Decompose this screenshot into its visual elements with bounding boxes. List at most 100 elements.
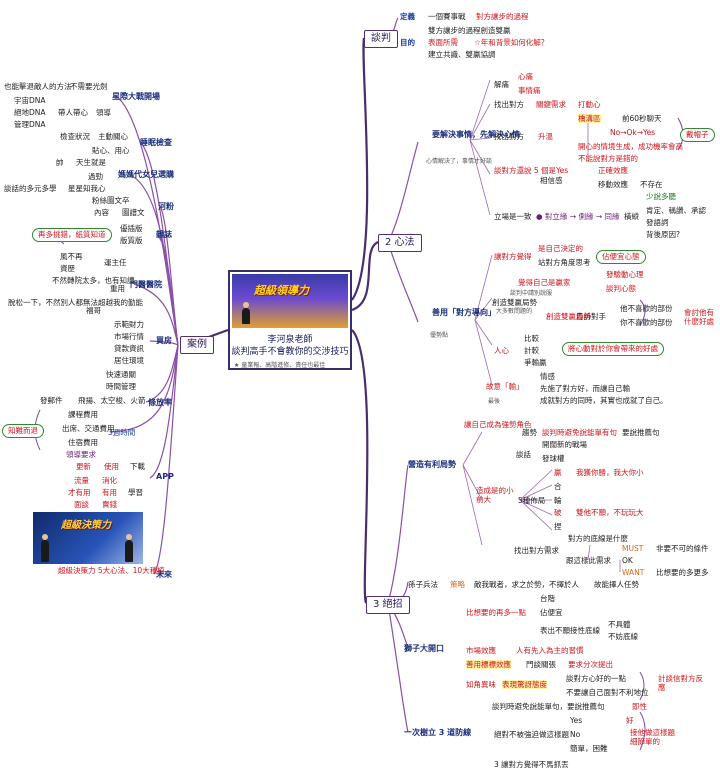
topic-star-wars[interactable]: 星際大戰開場 xyxy=(112,92,160,101)
leaf: 創造雙贏局勢 xyxy=(546,312,591,321)
leaf: 不妨底線 xyxy=(608,632,638,641)
leaf: 開闊新的戰場 xyxy=(542,440,587,449)
leaf: 情感 xyxy=(540,372,555,381)
leaf: 故意「輸」 xyxy=(486,382,524,391)
central-topic-image: 超級領導力 xyxy=(232,274,348,328)
branch-cases[interactable]: 案例 xyxy=(180,336,214,354)
leaf: 肯定、稱讚、承認 xyxy=(646,206,706,215)
note: 最後 xyxy=(488,398,501,405)
callout-bubble: 知難而退 xyxy=(2,424,44,438)
leaf: 談話 xyxy=(516,450,531,459)
sub-three-defenses[interactable]: 一次樹立 3 道防線 xyxy=(404,728,472,737)
leaf: 帥 xyxy=(56,158,64,167)
sub-open-big[interactable]: 獅子大開口 xyxy=(404,644,444,653)
leaf: 一個賽事戰 xyxy=(428,12,466,21)
leaf: 發球權 xyxy=(542,454,565,463)
leaf: 表出不願接性底線 xyxy=(540,626,600,635)
callout-bubble: 將心動對於你會帶來的好處 xyxy=(562,342,664,356)
central-title-line2: 談判高手不會教你的交涉技巧 xyxy=(231,347,349,357)
leaf: 福哥 xyxy=(86,306,101,315)
sub-resolve-mood[interactable]: 要解決事情，先解決心情 xyxy=(432,130,520,139)
leaf: 不需要光劍 xyxy=(70,82,108,91)
leaf: 過勁 xyxy=(88,172,103,181)
leaf: 才有用 xyxy=(68,488,91,497)
leaf: 圖譜文 xyxy=(122,208,145,217)
leaf: 相信感 xyxy=(540,176,563,185)
leaf: 5種佈局 xyxy=(518,496,546,505)
leaf: 開心的情境生成，成功機率會高 xyxy=(578,142,683,151)
leaf: 快速通關 xyxy=(106,370,136,379)
leaf: 會討他有什麼好處 xyxy=(684,308,714,326)
topic-mom-shopping[interactable]: 媽媽代女兒選購 xyxy=(118,170,174,179)
person-head xyxy=(42,534,48,540)
topic-buy-house[interactable]: 買房 xyxy=(156,336,172,345)
leaf: 談對方心好的一點 xyxy=(566,674,626,683)
leaf: 心痛 xyxy=(518,72,533,81)
leaf: 人心 xyxy=(494,346,509,355)
leaf: 接他做這樣題 細節單的 xyxy=(630,728,675,746)
topic-future[interactable]: 未來 xyxy=(156,570,172,579)
person-head xyxy=(126,534,132,540)
leaf: 雙方讓步的過程創造雙贏 xyxy=(428,26,511,35)
leaf: 捏 xyxy=(554,522,562,531)
leaf: 告訴對手 xyxy=(576,312,606,321)
leaf: 計談信對方反應 xyxy=(658,674,703,692)
leaf: 是自己決定的 xyxy=(538,244,583,253)
topic-magazine[interactable]: 雜誌 xyxy=(156,230,172,239)
leaf: 粉絲圖文卒 xyxy=(92,196,130,205)
leaf: 賣錢 xyxy=(102,500,117,509)
topic-efficiency[interactable]: 條放率 xyxy=(148,398,172,407)
leaf: 創造雙贏局勢 xyxy=(492,298,537,307)
leaf: 天生就是 xyxy=(76,158,106,167)
central-title-line1: 李河泉老師 xyxy=(267,335,313,345)
topic-hospital[interactable]: 門醫醫院 xyxy=(130,280,162,289)
leaf: 跟這樣此需求 xyxy=(566,556,611,565)
leaf: 好 xyxy=(626,716,634,725)
sub-other-oriented[interactable]: 善用「對方導向」 xyxy=(432,308,496,317)
branch-mindset[interactable]: 2 心法 xyxy=(378,234,422,252)
leaf: 消化 xyxy=(102,476,117,485)
note: 大多數問題的 xyxy=(496,308,533,315)
leaf: 流量 xyxy=(74,476,89,485)
note: 心情解決了，事情才好談 xyxy=(426,158,493,165)
leaf: 覺得自己是贏家 xyxy=(518,278,571,287)
leaf: 要求分次提出 xyxy=(568,660,613,669)
central-banner-text: 超級領導力 xyxy=(254,284,309,297)
leaf: 貼心、用心 xyxy=(92,146,130,155)
branch-negotiation[interactable]: 談判 xyxy=(364,30,398,48)
leaf: 風不再 xyxy=(60,252,83,261)
branch-tactics[interactable]: 3 絕招 xyxy=(366,596,410,614)
leaf: 策略 xyxy=(450,580,465,589)
leaf: 橫縱 xyxy=(624,212,639,221)
sub-favorable-situation[interactable]: 營造有利局勢 xyxy=(408,460,456,469)
leaf: No xyxy=(570,730,581,739)
topic-3-weeks[interactable]: 3週時間 xyxy=(108,428,136,437)
leaf: 發驗動心理 xyxy=(606,270,644,279)
leaf: 台階 xyxy=(540,594,555,603)
leaf: ☆年和背景如何化解？ xyxy=(474,38,549,47)
topic-app[interactable]: APP xyxy=(156,472,174,481)
topic-river-noodle[interactable]: 河粉 xyxy=(158,202,174,211)
leaf: 人有先入為主的習慣 xyxy=(516,646,584,655)
leaf: 關鍵需求 xyxy=(536,100,566,109)
leaf: 讓自己成為強勢角色 xyxy=(464,420,532,429)
note: 談判中請別說服 xyxy=(510,290,553,297)
leaf: 前60秒聊天 xyxy=(622,114,662,123)
leaf: Yes xyxy=(570,716,583,725)
leaf: 計較 xyxy=(524,346,539,355)
central-topic[interactable]: 超級領導力 李河泉老師 談判高手不會教你的交涉技巧 ★ 童業報、高階進修、責任也… xyxy=(228,270,352,370)
person-figure xyxy=(242,308,250,324)
leaf: 談判時避免說能單有句 xyxy=(542,428,617,437)
leaf: 優插版 xyxy=(120,224,143,233)
leaf: 輪 xyxy=(554,496,562,505)
leaf: 住宿費用 xyxy=(68,438,98,447)
topic-sleep-check[interactable]: 睡眠檢查 xyxy=(140,138,172,147)
leaf: 橋溝區 xyxy=(578,114,601,123)
book-title-text: 超級決策力 xyxy=(61,520,111,531)
leaf: 佔便宜 xyxy=(540,608,563,617)
leaf: 比想要的多更多 xyxy=(656,568,709,577)
leaf: 升溫 xyxy=(538,132,553,141)
leaf: 雙他不願，不玩玩大 xyxy=(576,508,644,517)
leaf: 故能擇人任勢 xyxy=(594,580,639,589)
note: 優勢點 xyxy=(430,332,449,339)
